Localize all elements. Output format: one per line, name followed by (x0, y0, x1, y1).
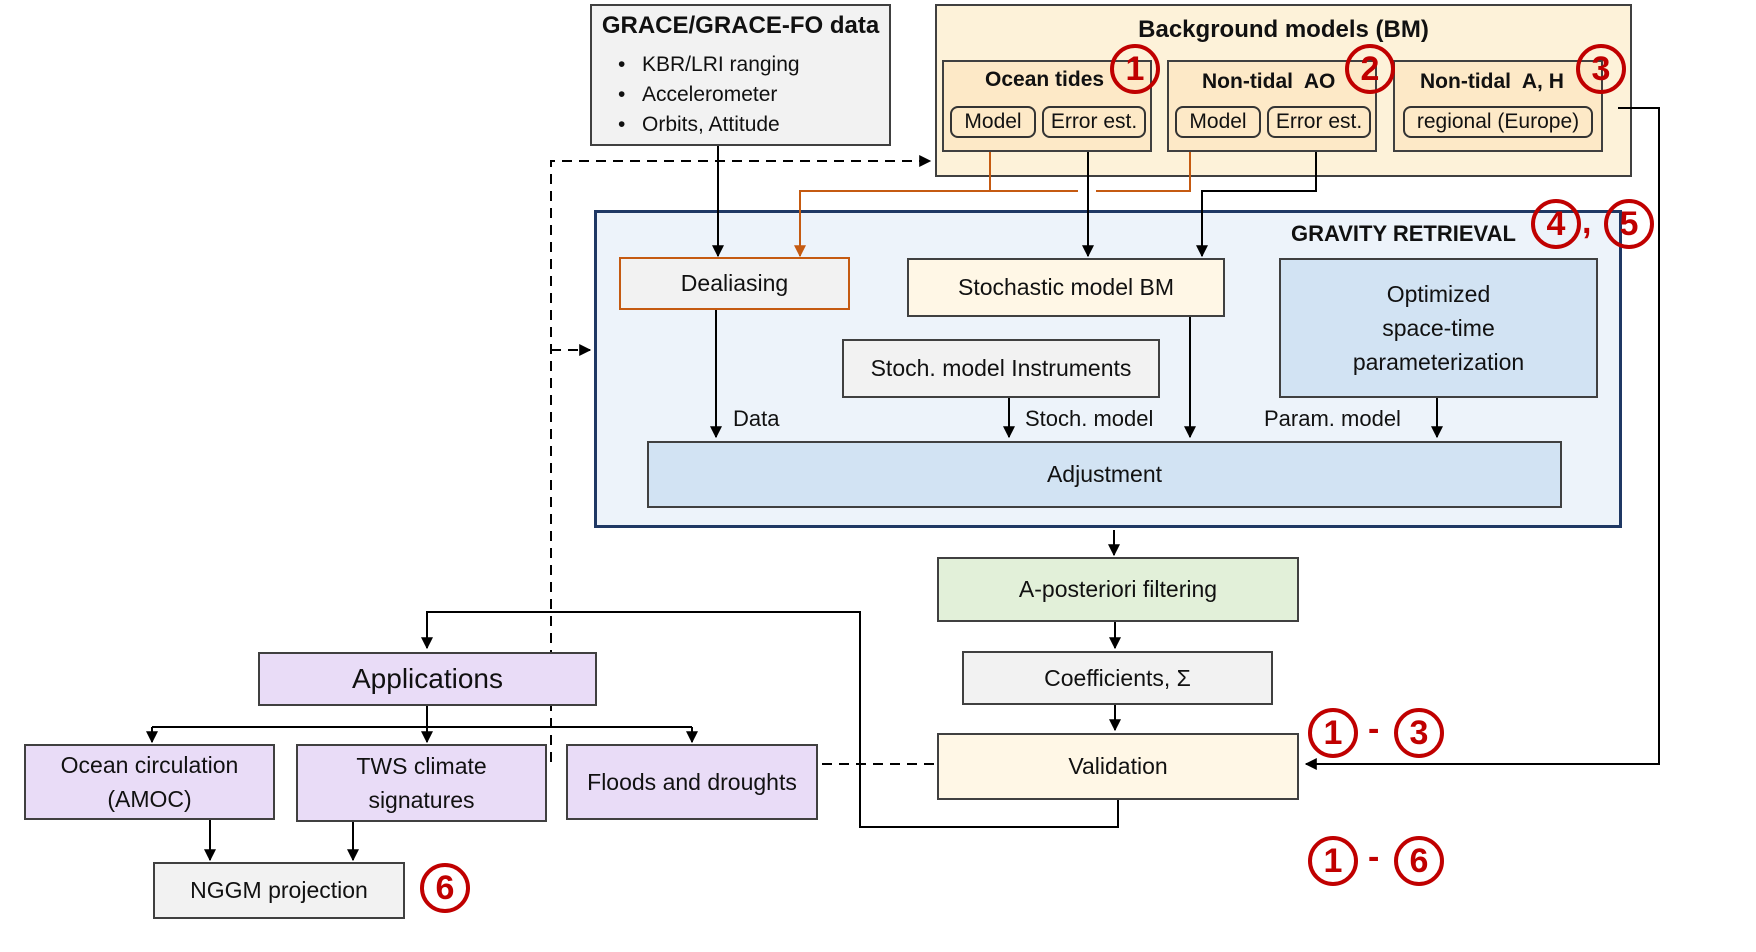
optimized-line: space-time (1382, 315, 1495, 341)
badge-3-nontidal-ah: 3 (1576, 44, 1626, 94)
tws-line: signatures (368, 787, 475, 813)
grace-item: KBR/LRI ranging (618, 50, 800, 80)
badge-1-overall: 1 (1308, 836, 1358, 886)
nontidal-ah-title: Non-tidal A, H (1420, 70, 1564, 93)
badge-1-validation: 1 (1308, 708, 1358, 758)
data-label: Data (733, 406, 780, 431)
ocean-tides-title: Ocean tides (985, 68, 1105, 91)
optimized-parameterization-box: Optimized space-time parameterization (1279, 258, 1598, 398)
stochastic-model-bm-box: Stochastic model BM (907, 258, 1225, 317)
grace-item: Accelerometer (618, 80, 800, 110)
arrow-bm-validation (1304, 107, 1660, 770)
ot-error-pill: Error est. (1042, 106, 1146, 138)
bm-title: Background models (BM) (1138, 16, 1429, 43)
badge-1-ocean-tides: 1 (1110, 44, 1160, 94)
orange-ao-model (1096, 138, 1191, 192)
regional-pill: regional (Europe) (1403, 106, 1593, 138)
grace-list: KBR/LRI ranging Accelerometer Orbits, At… (618, 50, 800, 140)
dashed-link-bm (550, 155, 932, 762)
stoch-instruments-box: Stoch. model Instruments (842, 339, 1160, 398)
a-posteriori-filtering-box: A-posteriori filtering (937, 557, 1299, 622)
optimized-line: Optimized (1386, 281, 1491, 307)
badge-6-overall: 6 (1394, 836, 1444, 886)
gravity-retrieval-title: GRAVITY RETRIEVAL (1291, 221, 1516, 246)
coefficients-box: Coefficients, Σ (962, 651, 1273, 705)
applications-box: Applications (258, 652, 597, 706)
badge-dash: - (1368, 838, 1380, 876)
stoch-model-label: Stoch. model (1025, 406, 1154, 431)
tws-line: TWS climate (356, 753, 487, 779)
badge-4-retrieval: 4 (1531, 199, 1581, 249)
arrow-validation-applications (421, 611, 1119, 828)
badge-3-validation: 3 (1394, 708, 1444, 758)
arrow-ao-error-stoch (1196, 138, 1317, 258)
param-model-label: Param. model (1264, 406, 1401, 431)
grace-item: Orbits, Attitude (618, 110, 800, 140)
dealiasing-box: Dealiasing (619, 257, 850, 310)
validation-box: Validation (937, 733, 1299, 800)
arrow-models-dealiasing (794, 190, 1078, 258)
grace-title: GRACE/GRACE-FO data (601, 12, 880, 39)
ocean-circulation-box: Ocean circulation (AMOC) (24, 744, 275, 820)
badge-5-retrieval: 5 (1604, 199, 1654, 249)
ao-error-pill: Error est. (1267, 106, 1371, 138)
adjustment-box: Adjustment (647, 441, 1562, 508)
ot-model-pill: Model (950, 106, 1036, 138)
optimized-line: parameterization (1352, 349, 1525, 375)
badge-6-nggm: 6 (420, 863, 470, 913)
floods-droughts-box: Floods and droughts (566, 744, 818, 820)
badge-dash: - (1368, 710, 1380, 748)
nggm-projection-box: NGGM projection (153, 862, 405, 919)
nontidal-ao-title: Non-tidal AO (1202, 70, 1336, 93)
ocean-line: Ocean circulation (60, 752, 239, 778)
ocean-line: (AMOC) (107, 786, 192, 812)
ao-model-pill: Model (1175, 106, 1261, 138)
badge-comma: , (1582, 203, 1592, 241)
tws-climate-box: TWS climate signatures (296, 744, 547, 822)
badge-2-nontidal-ao: 2 (1345, 44, 1395, 94)
